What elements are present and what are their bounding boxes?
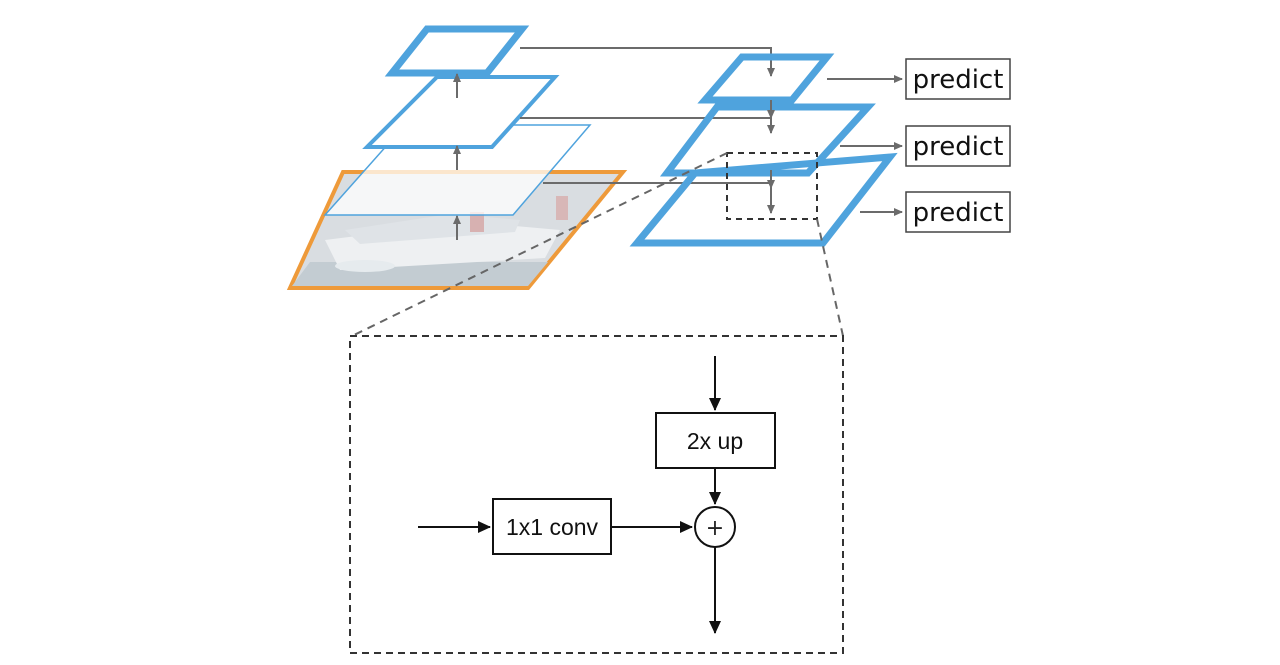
- photo-splash: [335, 260, 395, 272]
- predict-label: predict: [913, 198, 1004, 228]
- zoom-region: [726, 152, 818, 220]
- photo-water: [292, 262, 548, 286]
- photo-person: [470, 212, 484, 232]
- add-symbol: +: [706, 516, 724, 541]
- predict-arrows: [827, 75, 903, 216]
- conv-1x1-box: 1x1 conv: [492, 498, 612, 555]
- predict-label: predict: [913, 132, 1004, 162]
- merged-map-level-3: [697, 53, 835, 104]
- upsample-label: 2x up: [687, 428, 743, 454]
- predict-label: predict: [913, 65, 1004, 95]
- predict-box-2: predict: [905, 125, 1011, 167]
- zoom-lines: [351, 152, 844, 337]
- feature-map-level-2: [362, 75, 560, 149]
- photo-person: [556, 196, 568, 220]
- merged-map-level-1: [629, 152, 898, 247]
- building-block-frame: [349, 335, 844, 654]
- predict-box-3: predict: [905, 191, 1011, 233]
- predict-box-1: predict: [905, 58, 1011, 100]
- upsample-box: 2x up: [655, 412, 776, 469]
- add-node: +: [694, 506, 736, 548]
- conv-1x1-label: 1x1 conv: [506, 514, 599, 540]
- merged-map-level-2: [659, 103, 876, 177]
- feature-map-level-3: [384, 25, 530, 77]
